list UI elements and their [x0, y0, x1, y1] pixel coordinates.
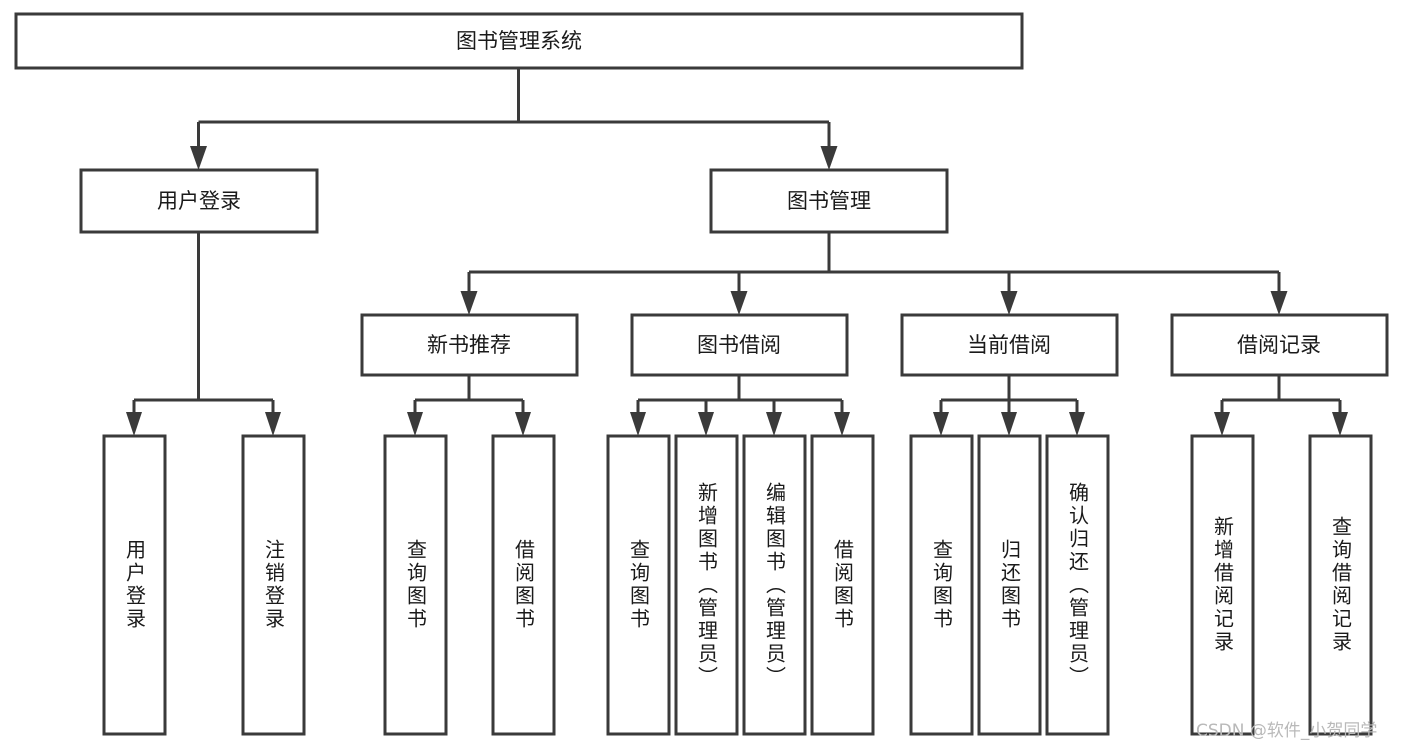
label-user-login: 用户登录	[157, 189, 241, 213]
node-leaf-logout-login[interactable]	[241, 434, 306, 736]
arrow-head-leaf-user-login	[126, 412, 142, 436]
node-leaf-return-book[interactable]	[977, 434, 1042, 736]
connector-group-bookmgmt-to-level3	[460, 232, 1288, 315]
label-new-book-recommend: 新书推荐	[427, 333, 511, 357]
node-leaf-confirm-return[interactable]	[1045, 434, 1110, 736]
node-book-borrow[interactable]	[630, 313, 849, 377]
arrow-head-current-borrow	[1000, 291, 1018, 315]
arrow-head-leaf-add-book	[698, 412, 714, 436]
arrow-head-leaf-borrow-book-2	[834, 412, 850, 436]
arrow-head-leaf-query-book-2	[630, 412, 646, 436]
node-borrow-record[interactable]	[1170, 313, 1389, 377]
node-leaf-user-login[interactable]	[102, 434, 167, 736]
label-current-borrow: 当前借阅	[967, 333, 1051, 357]
node-leaf-edit-book[interactable]	[742, 434, 807, 736]
connector-group-root-to-level2	[190, 68, 838, 170]
arrow-head-book-borrow	[730, 291, 748, 315]
node-leaf-query-book-3[interactable]	[909, 434, 974, 736]
node-current-borrow[interactable]	[900, 313, 1119, 377]
node-leaf-add-record[interactable]	[1190, 434, 1255, 736]
connector-group-bookborrow-leaves	[630, 375, 850, 436]
node-book-management[interactable]	[709, 168, 949, 234]
label-book-borrow: 图书借阅	[697, 333, 781, 357]
node-leaf-borrow-book-1[interactable]	[491, 434, 556, 736]
arrow-head-leaf-confirm-return	[1069, 412, 1085, 436]
node-leaf-query-book-2[interactable]	[606, 434, 671, 736]
arrow-head-leaf-edit-book	[766, 412, 782, 436]
connector-group-newbook-leaves	[407, 375, 531, 436]
arrow-head-leaf-query-book-1	[407, 412, 423, 436]
arrow-head-leaf-borrow-book-1	[515, 412, 531, 436]
label-borrow-record: 借阅记录	[1237, 333, 1321, 357]
node-leaf-borrow-book-2[interactable]	[810, 434, 875, 736]
arrow-head-book-management	[820, 146, 838, 170]
label-root: 图书管理系统	[456, 29, 582, 53]
node-leaf-query-record[interactable]	[1308, 434, 1373, 736]
label-book-management: 图书管理	[787, 189, 871, 213]
csdn-watermark: CSDN @软件_小贺同学	[1196, 721, 1378, 741]
arrow-head-user-login	[190, 146, 207, 170]
arrow-head-leaf-add-record	[1214, 412, 1230, 436]
arrow-head-leaf-logout	[265, 412, 281, 436]
node-new-book-recommend[interactable]	[360, 313, 579, 377]
connector-group-borrowrecord-leaves	[1214, 375, 1348, 436]
node-user-login[interactable]	[79, 168, 319, 234]
node-leaf-query-book-1[interactable]	[383, 434, 448, 736]
arrow-head-new-book	[460, 291, 478, 315]
arrow-head-leaf-query-record	[1332, 412, 1348, 436]
connector-group-currentborrow-leaves	[933, 375, 1085, 436]
connector-group-userlogin-leaves	[126, 232, 281, 436]
arrow-head-borrow-record	[1270, 291, 1288, 315]
node-root[interactable]	[14, 12, 1024, 70]
node-leaf-add-book[interactable]	[674, 434, 739, 736]
arrow-head-leaf-return-book	[1001, 412, 1017, 436]
arrow-head-leaf-query-book-3	[933, 412, 949, 436]
